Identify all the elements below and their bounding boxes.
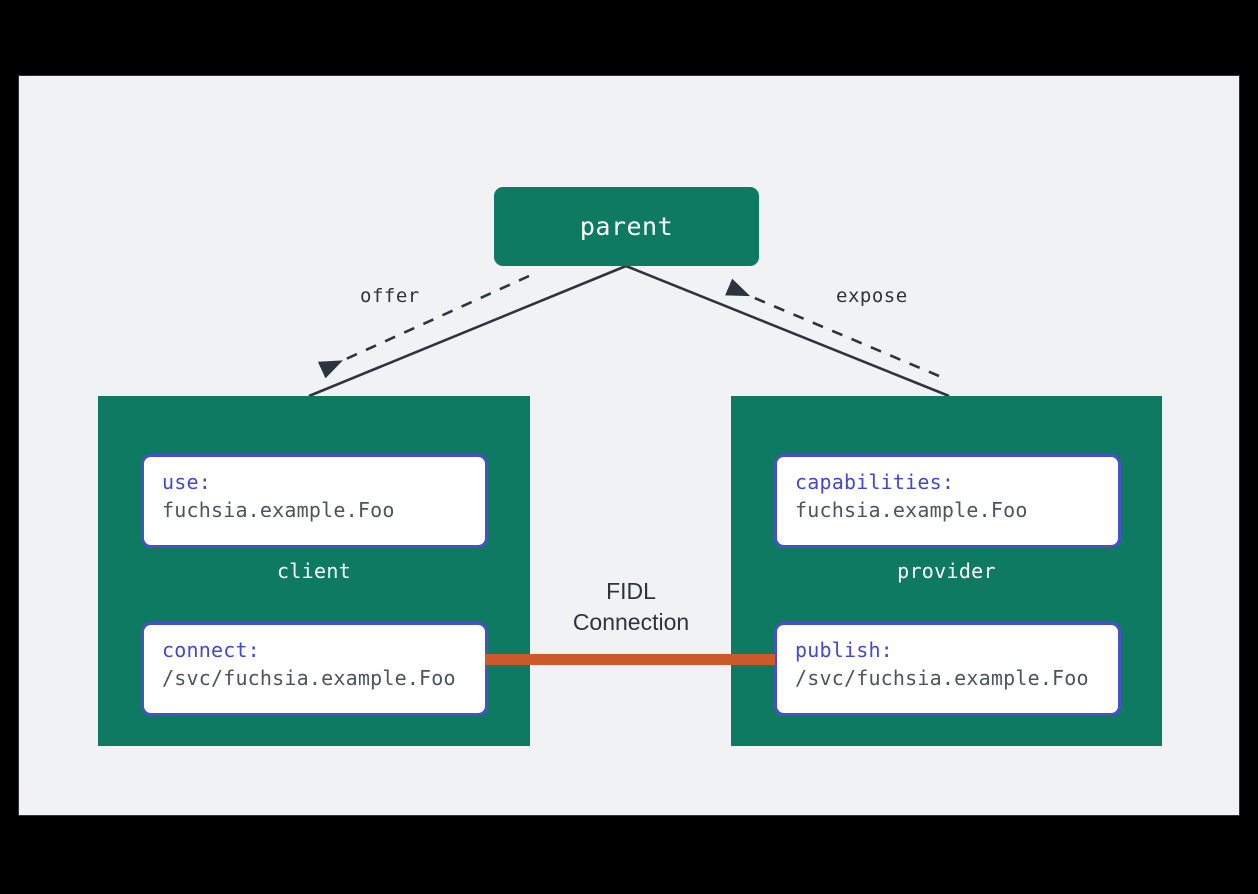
provider-capabilities-key: capabilities: bbox=[795, 470, 955, 494]
parent-component-box[interactable]: parent bbox=[494, 187, 759, 266]
fidl-connection-line1: FIDL bbox=[606, 578, 656, 604]
diagram-canvas: parent offer expose use: fuchsia.example… bbox=[18, 75, 1240, 816]
provider-capabilities-card[interactable]: capabilities: fuchsia.example.Foo bbox=[774, 454, 1121, 548]
client-component-box[interactable]: use: fuchsia.example.Foo client connect:… bbox=[98, 396, 530, 746]
client-connect-card[interactable]: connect: /svc/fuchsia.example.Foo bbox=[141, 622, 488, 716]
fidl-connection-bar bbox=[485, 654, 775, 665]
solid-line-parent-to-client bbox=[308, 264, 627, 398]
client-use-card[interactable]: use: fuchsia.example.Foo bbox=[141, 454, 488, 548]
fidl-connection-label: FIDL Connection bbox=[531, 576, 731, 637]
provider-capabilities-value: fuchsia.example.Foo bbox=[795, 497, 1028, 522]
fidl-connection-line2: Connection bbox=[572, 608, 690, 635]
connector-lines-layer bbox=[308, 264, 950, 398]
client-connect-key: connect: bbox=[162, 638, 260, 662]
offer-dashed-arrow bbox=[317, 274, 530, 379]
provider-component-box[interactable]: capabilities: fuchsia.example.Foo provid… bbox=[731, 396, 1162, 746]
offer-edge-label: offer bbox=[360, 285, 420, 307]
expose-edge-label: expose bbox=[836, 285, 908, 307]
solid-line-parent-to-provider bbox=[625, 264, 950, 398]
provider-publish-value: /svc/fuchsia.example.Foo bbox=[795, 665, 1089, 690]
provider-publish-key: publish: bbox=[795, 638, 893, 662]
parent-component-label: parent bbox=[579, 212, 674, 241]
provider-component-label: provider bbox=[897, 559, 996, 583]
client-component-label: client bbox=[276, 559, 352, 583]
provider-publish-card[interactable]: publish: /svc/fuchsia.example.Foo bbox=[774, 622, 1121, 716]
expose-dashed-arrow bbox=[725, 278, 940, 378]
client-use-key: use: bbox=[162, 470, 211, 494]
client-use-value: fuchsia.example.Foo bbox=[162, 497, 395, 522]
client-connect-value: /svc/fuchsia.example.Foo bbox=[162, 665, 456, 690]
